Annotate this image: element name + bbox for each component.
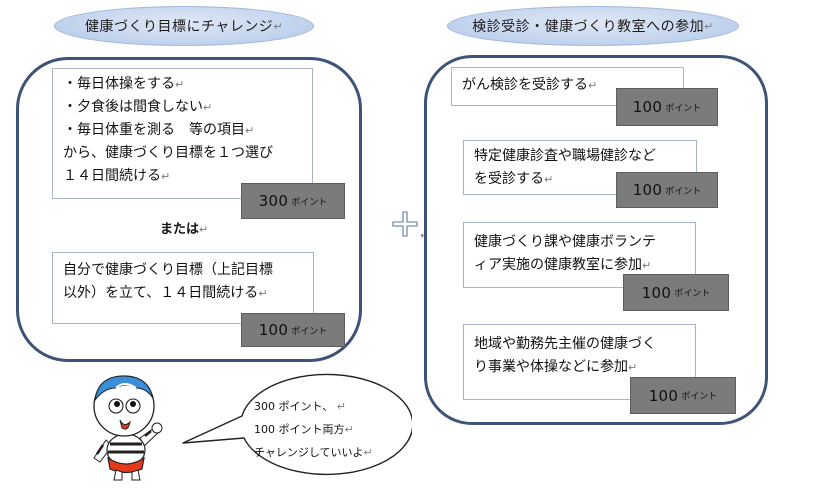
- points-unit: ポイント: [291, 197, 328, 208]
- goal-list-card: ・毎日体操をする↵ ・夕食後は間食しない↵ ・毎日体重を測る 等の項目↵ から、…: [52, 68, 313, 199]
- exam-item-card-3: 健康づくり課や健康ボランテ ィア実施の健康教室に参加↵: [463, 222, 696, 288]
- goal-line-1: ・毎日体操をする↵: [63, 76, 185, 92]
- plus-icon: [392, 211, 418, 237]
- speech-line-3: チャレンジしていいよ↵: [254, 446, 373, 459]
- custom-goal-card: 自分で健康づくり目標（上記目標 以外）を立て、１４日間続ける↵: [52, 252, 314, 324]
- custom-goal-line-2: 以外）を立て、１４日間続ける↵: [63, 285, 268, 301]
- points-value: 100: [258, 321, 289, 339]
- points-value: 300: [258, 192, 289, 210]
- goal-line-2: ・夕食後は間食しない↵: [63, 99, 213, 115]
- custom-goal-line-1: 自分で健康づくり目標（上記目標: [63, 262, 273, 278]
- speech-bubble: [182, 373, 412, 476]
- left-header-title: 健康づくり目標にチャレンジ: [84, 19, 274, 35]
- mascot-character: [93, 375, 163, 481]
- mascot-right-arm: [139, 422, 163, 447]
- speech-line-2: 100 ポイント両方↵: [254, 423, 354, 436]
- exam-item-card-4: 地域や勤務先主催の健康づく り事業や体操などに参加↵: [463, 324, 696, 400]
- or-label: または↵: [160, 222, 209, 237]
- points-unit: ポイント: [291, 326, 328, 337]
- paragraph-mark-icon: ↵: [704, 19, 714, 33]
- left-header-oval: 健康づくり目標にチャレンジ↵: [54, 6, 314, 46]
- right-header-oval: 検診受診・健康づくり教室への参加↵: [447, 6, 739, 46]
- right-header-title: 検診受診・健康づくり教室への参加: [472, 19, 705, 35]
- speech-line-1: 300 ポイント、 ↵: [254, 400, 346, 413]
- paragraph-mark-icon: ↵: [273, 19, 284, 33]
- goal-line-4: から、健康づくり目標を１つ選び: [63, 145, 273, 161]
- goal-line-5: １４日間続ける↵: [63, 168, 171, 184]
- goal-line-3: ・毎日体重を測る 等の項目↵: [63, 122, 255, 138]
